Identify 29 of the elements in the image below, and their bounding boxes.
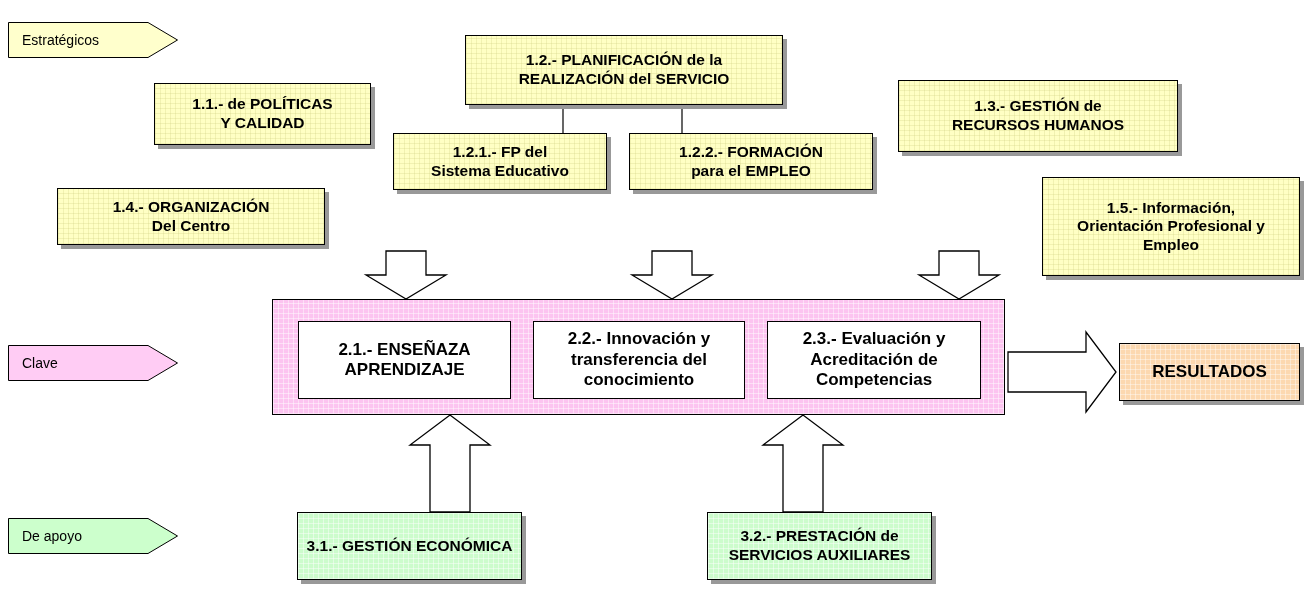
box-label: De apoyo xyxy=(22,527,82,545)
category-tag xyxy=(8,345,178,381)
box-label: 1.2.1.- FP del Sistema Educativo xyxy=(430,142,570,181)
category-tag xyxy=(8,22,178,58)
block-arrow xyxy=(761,414,845,513)
block-arrow xyxy=(1007,330,1117,414)
block-arrow xyxy=(363,250,449,300)
box-label: Estratégicos xyxy=(22,31,100,49)
key-process-box xyxy=(533,321,745,399)
box-label: 3.2.- PRESTACIÓN de SERVICIOS AUXILIARES xyxy=(727,527,912,565)
box-label: 2.3.- Evaluación y Acreditación de Competencias xyxy=(801,329,947,391)
key-process-box xyxy=(298,321,511,399)
block-arrow xyxy=(916,250,1002,300)
key-process-panel xyxy=(272,299,1005,415)
key-process-box xyxy=(767,321,981,399)
box-label: RESULTADOS xyxy=(1152,361,1267,383)
box-label: 2.2.- Innovación y transferencia del conocimiento xyxy=(566,329,712,391)
category-tag xyxy=(8,518,178,554)
box-label: Clave xyxy=(22,354,58,372)
box-label: 1.4.- ORGANIZACIÓN Del Centro xyxy=(111,197,271,236)
box-label: 1.1.- de POLÍTICAS Y CALIDAD xyxy=(191,95,334,133)
block-arrow xyxy=(629,250,715,300)
box-label: 1.5.- Información, Orientación Profesional y Empleo xyxy=(1076,198,1266,255)
box-label: 1.2.2.- FORMACIÓN para el EMPLEO xyxy=(678,142,824,181)
box-label: 1.2.- PLANIFICACIÓN de la REALIZACIÓN del SERVICIO xyxy=(517,51,731,89)
block-arrow xyxy=(408,414,492,513)
box-label: 3.1.- GESTIÓN ECONÓMICA xyxy=(306,536,513,556)
box-label: 1.3.- GESTIÓN de RECURSOS HUMANOS xyxy=(950,97,1126,135)
box-label: 2.1.- ENSEÑAZA APRENDIZAJE xyxy=(337,339,472,381)
